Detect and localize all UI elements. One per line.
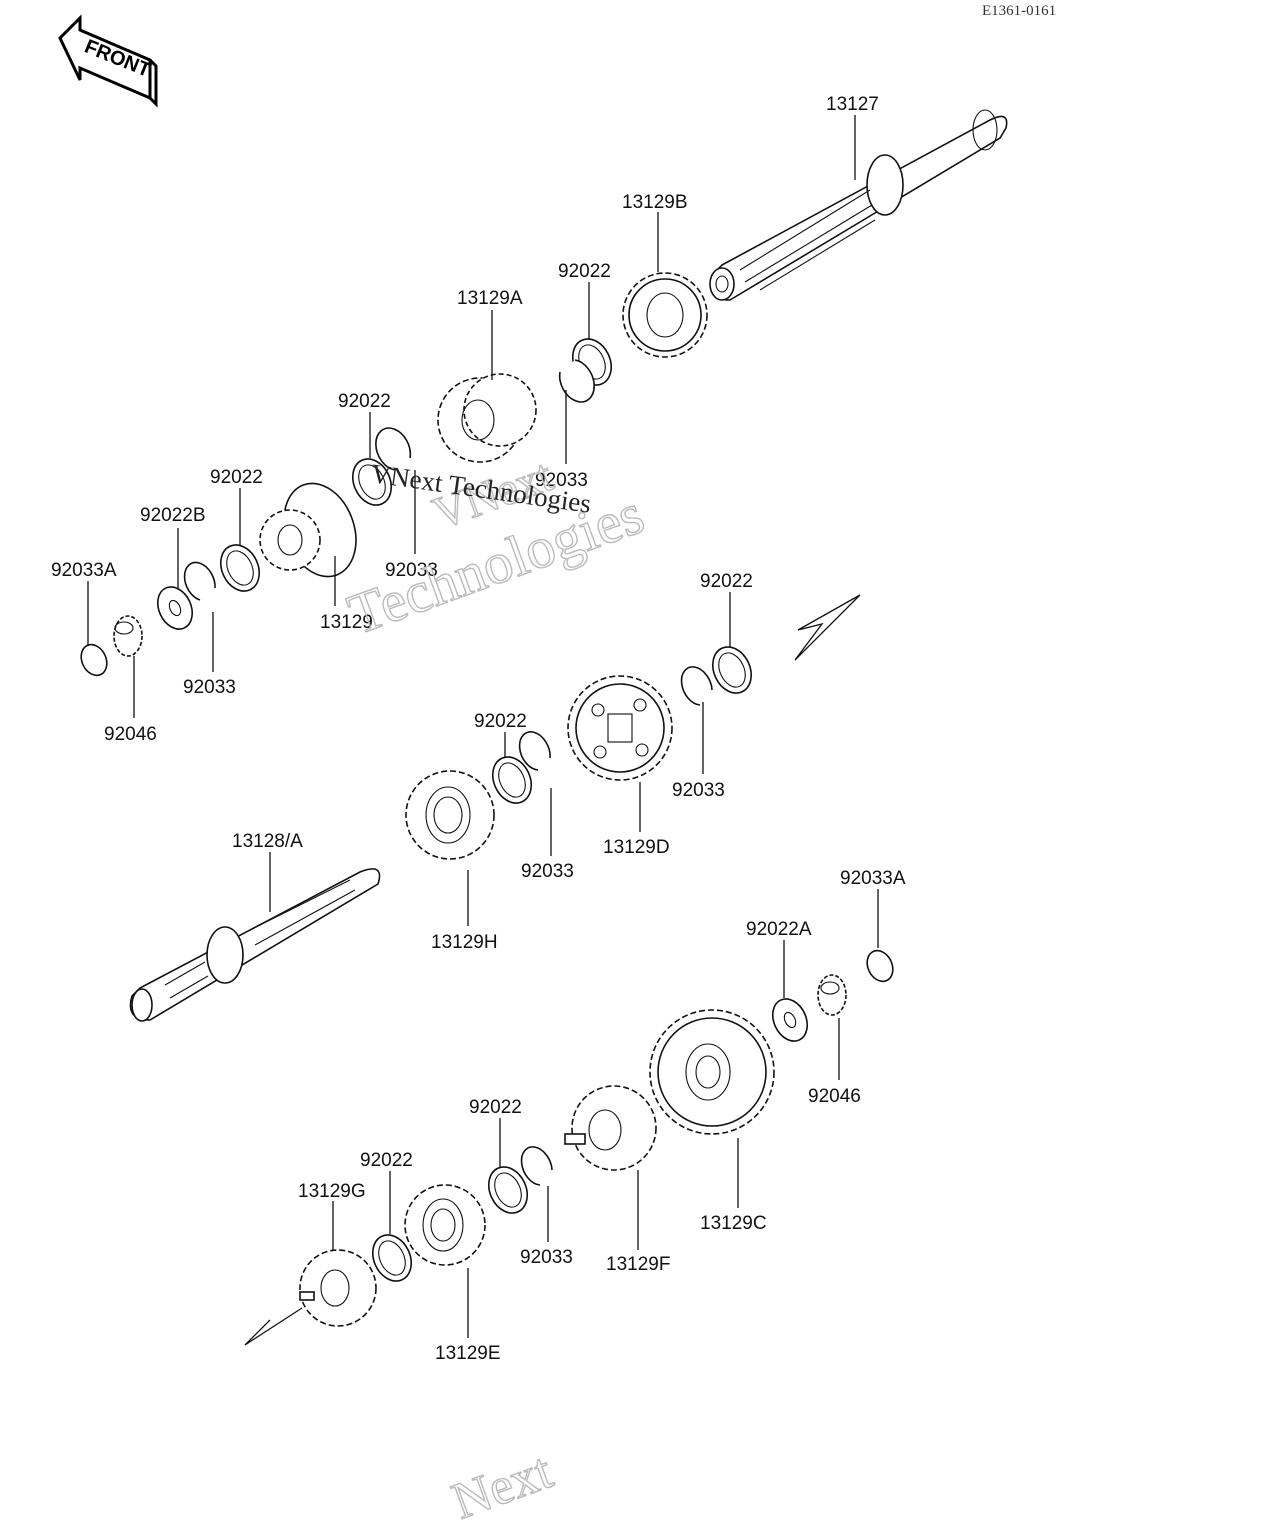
washer-92022-lower-a	[487, 1166, 529, 1214]
leader-lines	[87, 115, 879, 1338]
label-92022A: 92022A	[746, 919, 812, 940]
label-13129B: 13129B	[622, 192, 688, 213]
label-13129F: 13129F	[606, 1254, 670, 1275]
label-13129E: 13129E	[435, 1343, 501, 1364]
label-13128A: 13128/A	[232, 831, 303, 852]
circlip-92033A-upper	[80, 643, 108, 677]
gear-13129G	[299, 1249, 377, 1327]
circlip-92033-lower	[520, 1146, 553, 1186]
front-arrow-icon: FRONT	[58, 14, 158, 108]
circlip-92033-upper-b	[375, 427, 412, 471]
watermark: Technologies VNext VNext Technologies Ne…	[339, 448, 652, 1531]
direction-wedge-lower	[244, 1307, 303, 1346]
watermark-bottom: Next	[445, 1442, 560, 1530]
washer-92022-lower-b	[371, 1234, 413, 1282]
label-92022B: 92022B	[140, 505, 206, 526]
circlip-92033-mid-a	[680, 666, 713, 706]
label-13127: 13127	[826, 94, 879, 115]
direction-wedge-upper	[794, 594, 861, 661]
label-92033-a: 92033	[535, 470, 588, 491]
label-13129H: 13129H	[431, 932, 498, 953]
gear-13129A	[437, 373, 537, 463]
label-92022-f: 92022	[469, 1097, 522, 1118]
label-92033-c: 92033	[183, 677, 236, 698]
label-13129C: 13129C	[700, 1213, 767, 1234]
gear-13129F	[564, 1085, 657, 1171]
label-13129D: 13129D	[603, 837, 670, 858]
reference-code: E1361-0161	[982, 3, 1056, 19]
label-92033A-b: 92033A	[840, 868, 906, 889]
label-92046-a: 92046	[104, 724, 157, 745]
gear-13129C	[649, 1009, 775, 1135]
label-92033-b: 92033	[385, 560, 438, 581]
washer-92022B	[156, 586, 194, 630]
washer-92022-mid-a	[711, 646, 753, 694]
circlip-92033-upper-c	[183, 561, 216, 601]
label-92033A-a: 92033A	[51, 560, 117, 581]
circlip-92033-upper-a	[558, 359, 595, 403]
bushing-92046-upper	[113, 615, 143, 657]
washer-92022A	[771, 998, 809, 1042]
washer-92022-mid-b	[491, 756, 533, 804]
label-13129: 13129	[320, 612, 373, 633]
label-13129A: 13129A	[457, 288, 523, 309]
gear-13129D	[567, 675, 673, 781]
input-shaft-13128A	[129, 868, 381, 1022]
circlip-92033A-lower	[866, 949, 894, 983]
label-92022-a: 92022	[558, 261, 611, 282]
label-92022-e: 92022	[474, 711, 527, 732]
label-92046-b: 92046	[808, 1086, 861, 1107]
output-shaft-13127	[709, 109, 1008, 301]
washer-92022-upper-b	[351, 458, 393, 506]
gear-13129B	[622, 272, 708, 358]
label-92033-f: 92033	[520, 1247, 573, 1268]
label-92022-c: 92022	[210, 467, 263, 488]
label-92022-b: 92022	[338, 391, 391, 412]
label-92022-d: 92022	[700, 571, 753, 592]
label-92033-d: 92033	[672, 780, 725, 801]
gear-13129	[259, 482, 357, 578]
bushing-92046-lower	[817, 974, 847, 1016]
gear-13129H	[405, 770, 495, 860]
label-13129G: 13129G	[298, 1181, 366, 1202]
label-92022-g: 92022	[360, 1150, 413, 1171]
gear-13129E	[404, 1184, 486, 1266]
label-92033-e: 92033	[521, 861, 574, 882]
washer-92022-upper-c	[219, 544, 261, 592]
circlip-92033-mid-b	[518, 731, 551, 771]
